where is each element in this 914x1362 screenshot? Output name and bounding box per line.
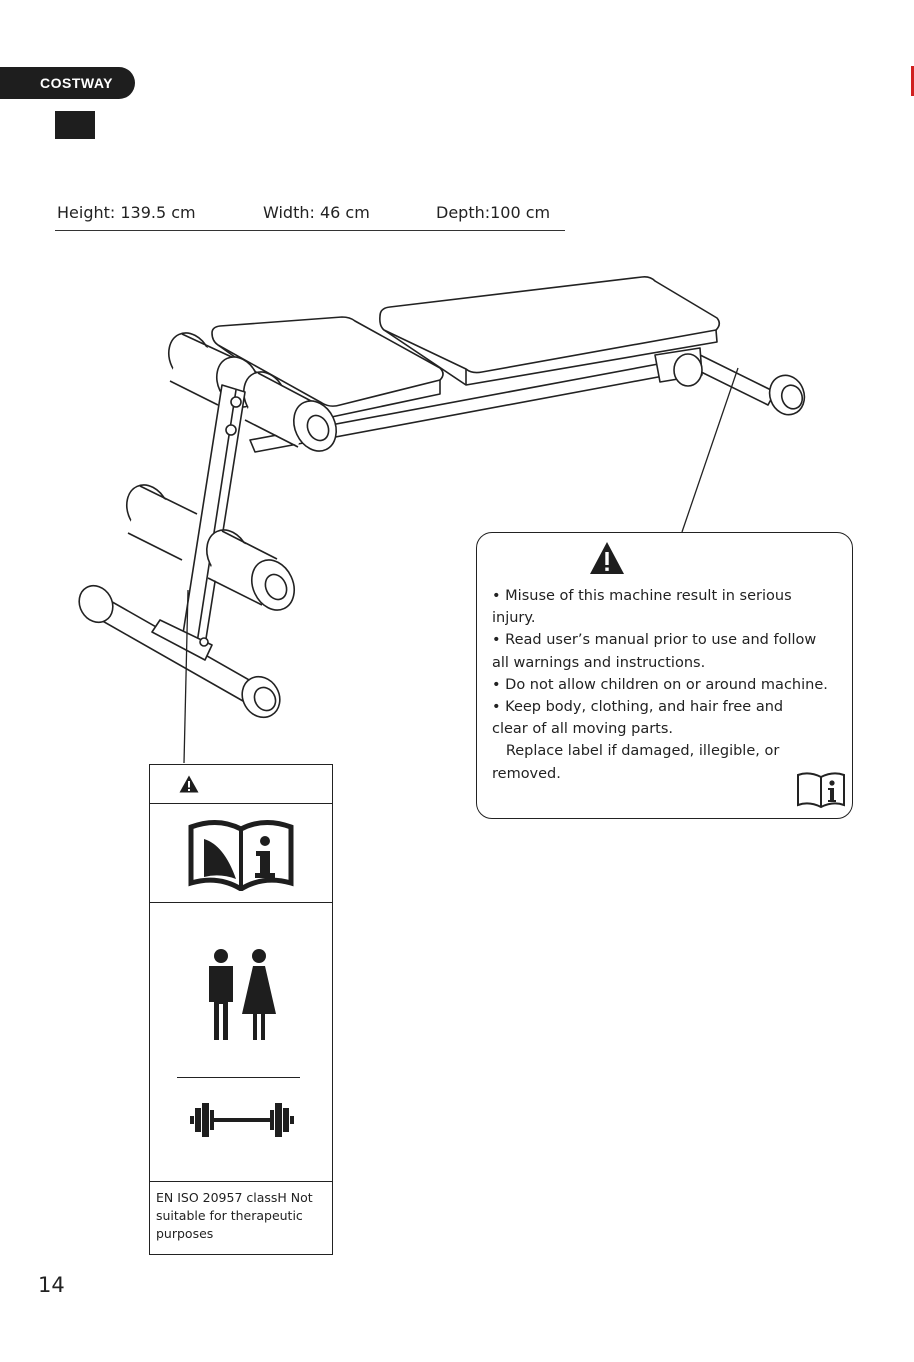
front-base-tube [91, 594, 259, 706]
warning-text: • Misuse of this machine result in serio… [492, 585, 832, 785]
manual-info-icon [188, 820, 294, 891]
depth-dimension: Depth:100 cm [436, 203, 551, 222]
warning-label: • Misuse of this machine result in serio… [476, 532, 853, 819]
language-tab [55, 111, 95, 139]
warning-triangle-icon [590, 542, 624, 574]
user-limit-section [150, 902, 332, 1182]
warning-line: • Do not allow children on or around mac… [492, 676, 828, 693]
back-pad [379, 276, 721, 374]
warning-triangle-icon [179, 775, 199, 793]
page-number: 14 [38, 1273, 65, 1297]
warning-line: • Keep body, clothing, and hair free and… [492, 699, 784, 738]
width-dimension: Width: 46 cm [263, 203, 370, 222]
divider [177, 1077, 300, 1078]
warning-line: • Misuse of this machine result in serio… [492, 588, 792, 627]
dimensions-line: Height: 139.5 cm Width: 46 cm Depth:100 … [55, 203, 565, 231]
seat-pad [211, 316, 444, 407]
label-header [150, 765, 332, 804]
barbell-icon [190, 1103, 294, 1137]
bench-illustration [78, 276, 806, 764]
side-safety-label: EN ISO 20957 classH Not suitable for the… [149, 764, 333, 1255]
standard-text: EN ISO 20957 classH Not suitable for the… [156, 1190, 313, 1241]
user-pair-icon [209, 949, 276, 1040]
warning-line: • Read user’s manual prior to use and fo… [492, 632, 817, 671]
manual-section [150, 803, 332, 903]
height-dimension: Height: 139.5 cm [57, 203, 196, 222]
manual-info-icon [797, 772, 845, 809]
edge-marker [911, 66, 914, 96]
warning-line: Replace label if damaged, illegible, or … [492, 743, 784, 782]
brand-logo: COSTWAY [0, 67, 135, 99]
